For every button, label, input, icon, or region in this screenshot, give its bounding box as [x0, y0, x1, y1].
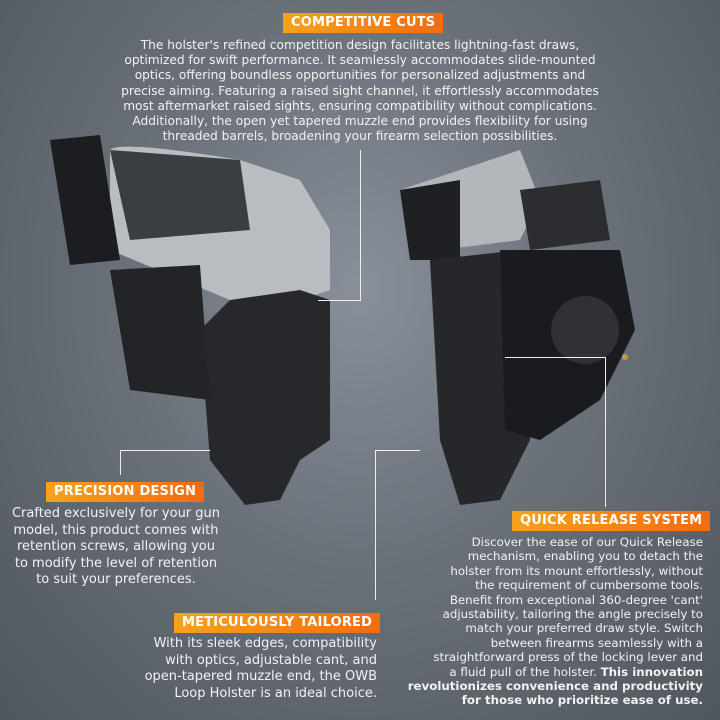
bold-text-segment: This innovation: [600, 664, 703, 679]
text-line: Discover the ease of our Quick Release: [471, 535, 703, 549]
text-line: Crafted exclusively for your gun: [11, 506, 221, 521]
text-line: With its sleek edges, compatibility: [153, 636, 377, 651]
text-line: for those who prioritize ease of use.: [461, 693, 703, 708]
precision-design-heading: PRECISION DESIGN: [46, 482, 205, 502]
callout-line-tailored-h: [375, 450, 420, 451]
callout-line-competitive: [360, 150, 361, 300]
text-line: The holster's refined competition design…: [140, 38, 580, 52]
text-line: threaded barrels, broadening your firear…: [162, 129, 558, 144]
quick-release-text: Discover the ease of our Quick Release m…: [408, 535, 703, 708]
quick-release-heading: QUICK RELEASE SYSTEM: [512, 511, 711, 531]
precision-design-text: Crafted exclusively for your gun model, …: [0, 506, 232, 589]
callout-line-quick-h: [505, 357, 605, 358]
text-line: precise aiming. Featuring a raised sight…: [121, 83, 599, 98]
text-line: Benefit from exceptional 360-degree 'can…: [449, 592, 703, 607]
text-line: to modify the level of retention: [14, 555, 218, 571]
text-line: to suit your preferences.: [36, 572, 196, 588]
text-line: most aftermarket raised sights, ensuring…: [123, 98, 597, 113]
text-line: revolutionizes convenience and productiv…: [407, 679, 703, 694]
text-line: adjustability, tailoring the angle preci…: [442, 607, 703, 622]
text-line: straightforward press of the locking lev…: [433, 650, 703, 665]
competitive-cuts-text: The holster's refined competition design…: [60, 38, 660, 144]
callout-line-competitive-h: [318, 300, 361, 301]
meticulously-tailored-text: With its sleek edges, compatibility with…: [145, 636, 377, 702]
competitive-cuts-heading: COMPETITIVE CUTS: [283, 13, 444, 33]
text-line: match your preferred draw style. Switch: [465, 621, 703, 636]
callout-line-quick: [605, 357, 606, 507]
callout-line-tailored: [375, 450, 376, 600]
text-line: optics, offering boundless opportunities…: [134, 68, 586, 83]
text-line: the requirement of cumbersome tools.: [475, 578, 703, 593]
text-line: retention screws, allowing you: [17, 539, 215, 555]
text-line: Additionally, the open yet tapered muzzl…: [132, 114, 588, 129]
callout-line-precision-h: [120, 450, 210, 451]
text-line: Loop Holster is an ideal choice.: [174, 685, 377, 701]
meticulously-tailored-heading: METICULOUSLY TAILORED: [174, 613, 381, 633]
text-line: mechanism, enabling you to detach the: [467, 549, 703, 564]
text-segment: a fluid pull of the holster.: [449, 664, 601, 679]
text-line: optimized for swift performance. It seam…: [124, 53, 596, 68]
text-line: open-tapered muzzle end, the OWB: [144, 669, 377, 685]
text-line: holster from its mount effortlessly, wit…: [450, 563, 703, 578]
callout-line-precision: [120, 450, 121, 475]
text-line: a fluid pull of the holster. This innova…: [408, 665, 703, 679]
text-line: with optics, adjustable cant, and: [165, 652, 377, 668]
text-line: model, this product comes with: [13, 522, 219, 538]
text-line: between firearms seamlessly with a: [490, 635, 703, 650]
